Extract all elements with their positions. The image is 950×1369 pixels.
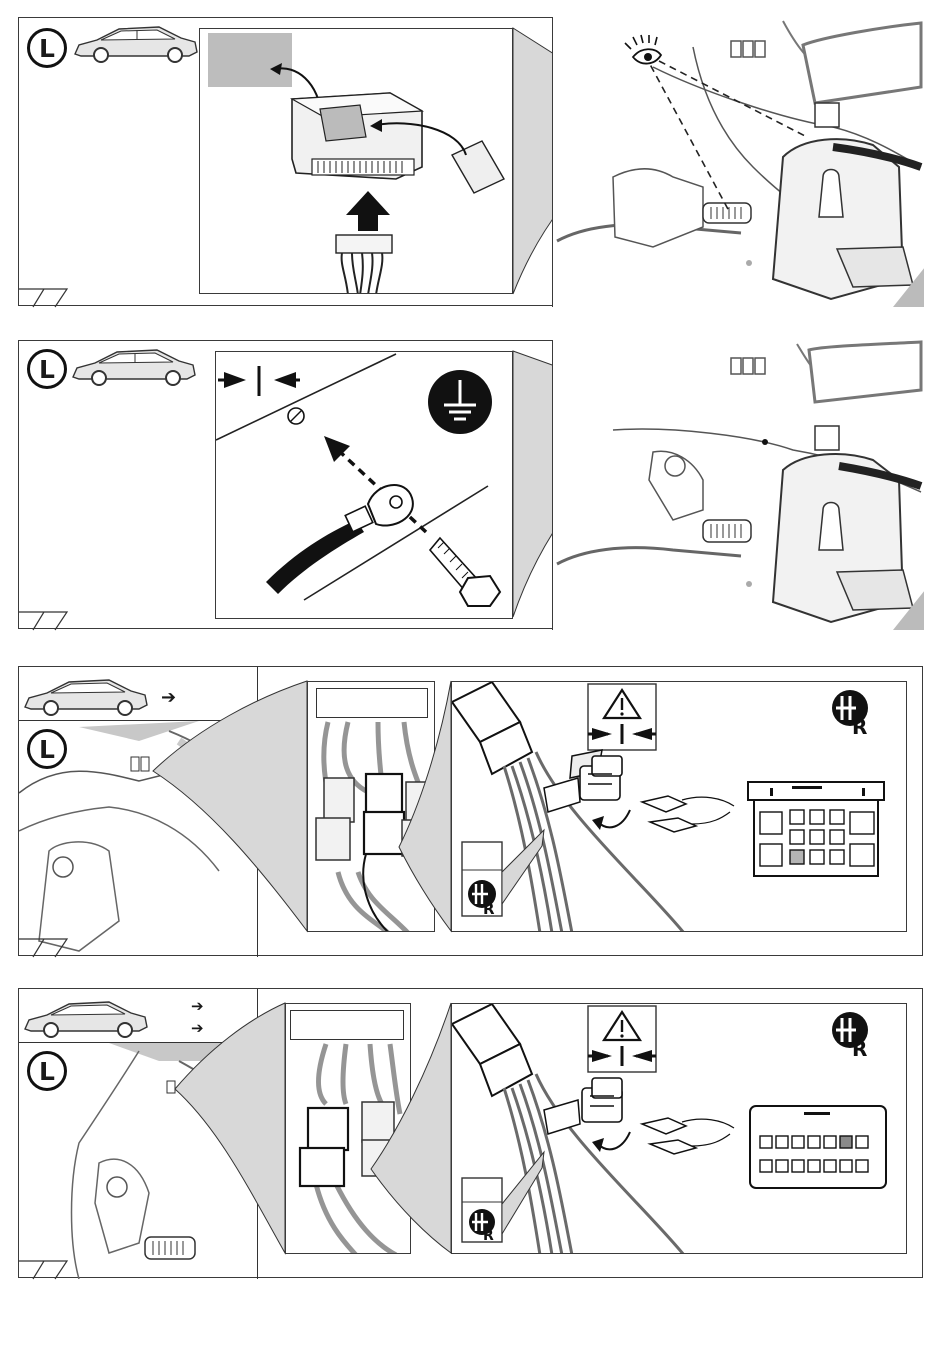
pliers-icon [642, 1118, 734, 1154]
svg-text:R: R [483, 1228, 494, 1244]
wiring-splice-detail: R R [451, 1003, 907, 1254]
fuse-box-icon [750, 1106, 886, 1188]
vehicle-interior-view [552, 340, 924, 630]
connector-block-icon [452, 1004, 532, 1096]
step-panel-1: L [18, 17, 923, 306]
svg-text:R: R [483, 900, 495, 918]
harness-r-icon: R [832, 1012, 868, 1061]
vehicle-interior-view [552, 17, 924, 307]
harness-inset: R [462, 1178, 502, 1244]
splice-connector-icon [582, 1078, 622, 1122]
fuse-box-icon [748, 782, 884, 876]
harness-mark-letter: R [852, 715, 867, 739]
wiring-splice-detail: R [451, 681, 907, 932]
step-panel-4: ➔ ➔ L [18, 988, 923, 1278]
step-panel-2: L [18, 340, 923, 629]
pliers-icon [642, 796, 734, 832]
step-panel-3: ➔ L [18, 666, 923, 956]
harness-inset: R [462, 842, 502, 918]
harness-mark-letter: R [852, 1037, 867, 1061]
eye-icon [625, 35, 661, 64]
harness-r-icon: R [832, 690, 868, 739]
connector-block-icon [452, 682, 532, 774]
